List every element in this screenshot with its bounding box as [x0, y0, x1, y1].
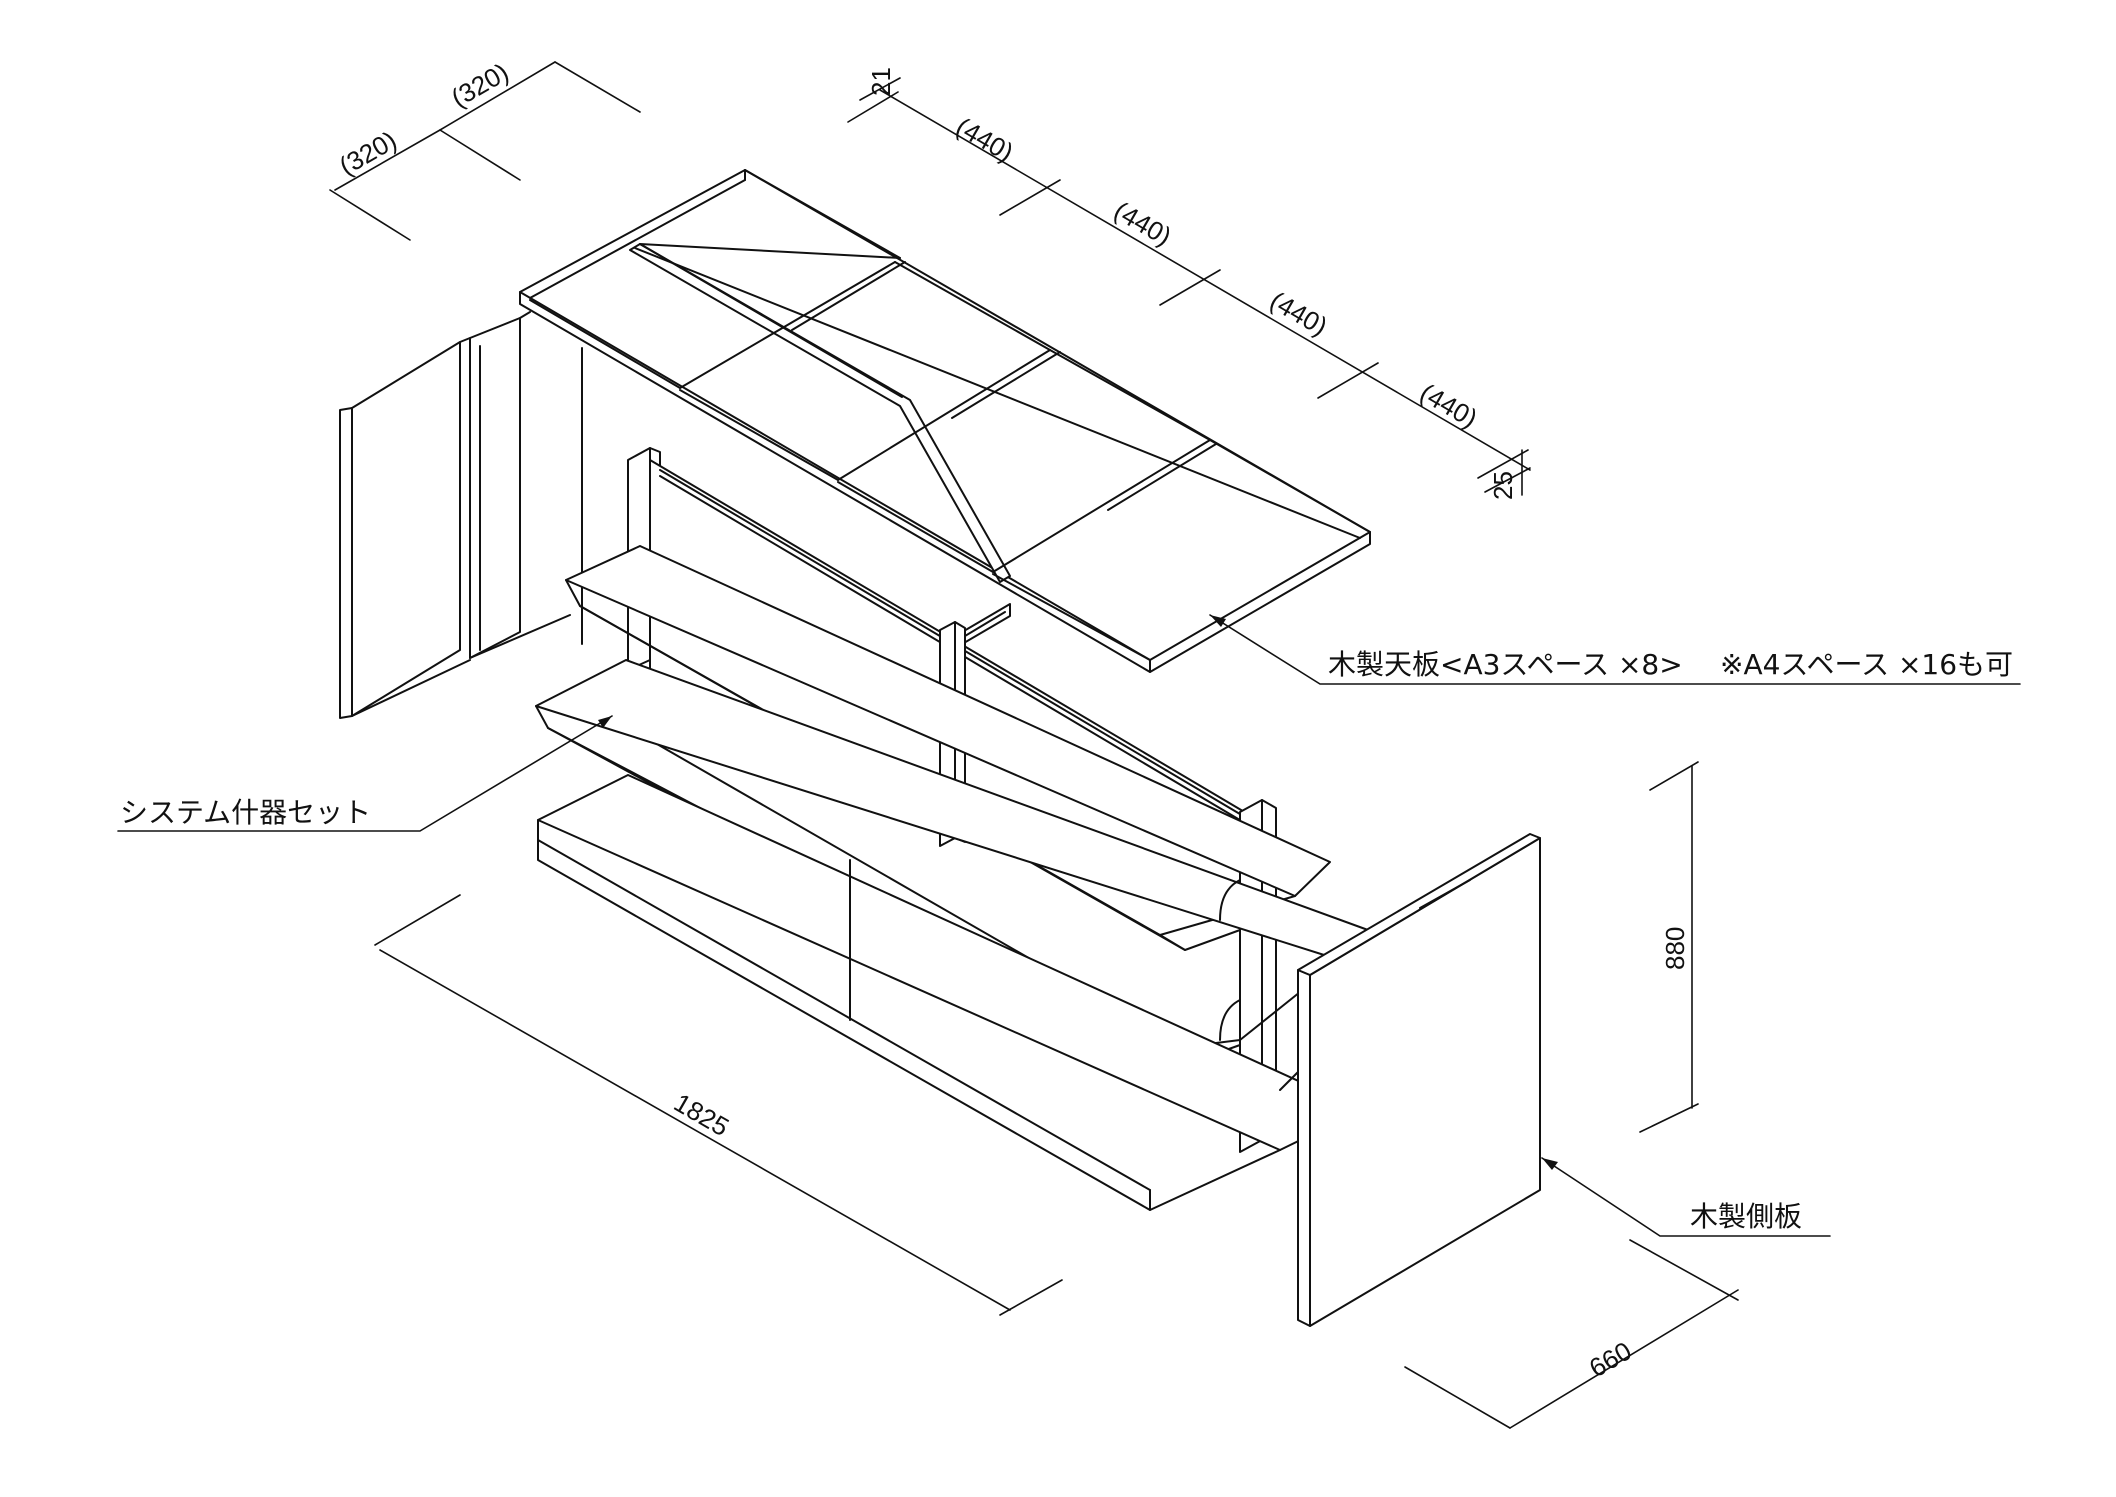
dim-21: 21 — [866, 67, 896, 96]
dim-440-1: (440) — [951, 111, 1019, 167]
dim-25: 25 — [1488, 471, 1518, 500]
dim-440-3: (440) — [1265, 285, 1333, 341]
dim-440-4: (440) — [1415, 377, 1483, 433]
dim-880: 880 — [1660, 927, 1690, 970]
left-side-panel — [339, 311, 583, 719]
leader-lines — [117, 614, 2021, 1237]
label-system-fixture: システム什器セット — [120, 796, 371, 829]
dim-320-a: (320) — [334, 125, 402, 181]
dimension-lines — [329, 61, 1739, 1429]
label-top-board-note: ※A4スペース ×16も可 — [1720, 648, 2013, 681]
dim-320-b: (320) — [446, 57, 514, 113]
callout-labels: 木製天板<A3スペース ×8> ※A4スペース ×16も可 システム什器セット … — [120, 648, 2013, 1233]
label-side-board: 木製側板 — [1690, 1200, 1802, 1233]
right-side-panel — [1297, 833, 1541, 1327]
system-fixture — [535, 447, 1369, 1211]
label-top-board: 木製天板<A3スペース ×8> — [1328, 648, 1683, 681]
dim-660: 660 — [1584, 1336, 1637, 1384]
